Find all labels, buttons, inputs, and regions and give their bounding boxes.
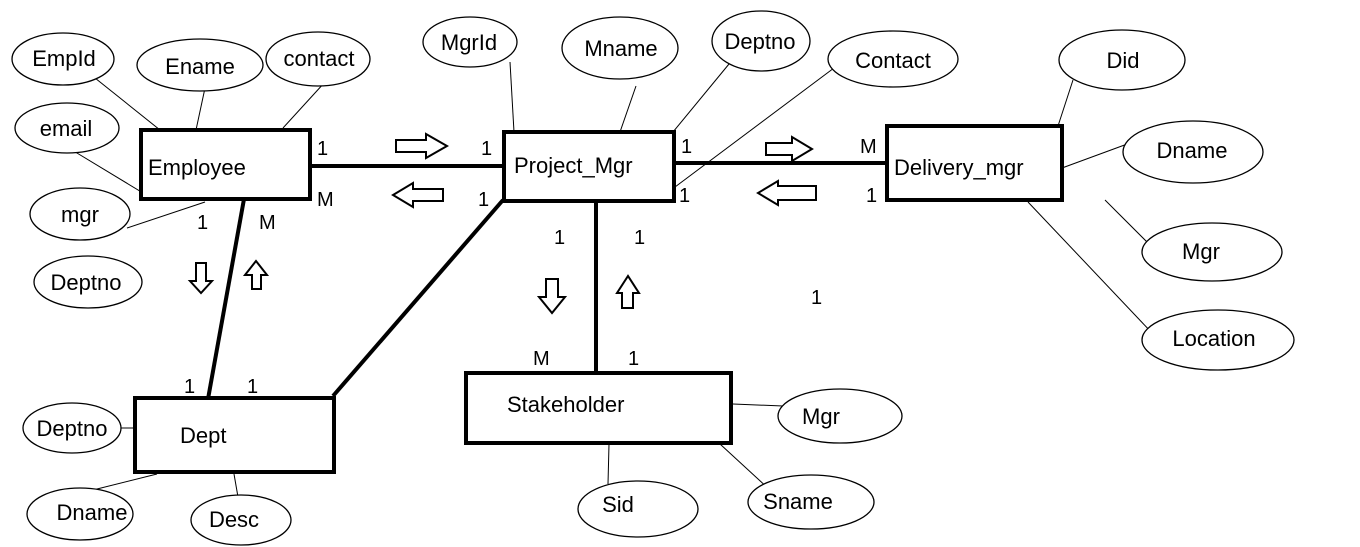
- attribute-did: Did: [1058, 29, 1186, 91]
- attribute-contact: Contact: [827, 30, 959, 88]
- cardinality-label: 1: [634, 227, 645, 249]
- attribute-label: Sname: [763, 489, 833, 514]
- entity-stakeholder: Stakeholder: [464, 371, 733, 445]
- cardinality-label: 1: [481, 138, 492, 160]
- cardinality-label: M: [259, 212, 276, 234]
- entity-delivery-mgr: Delivery_mgr: [885, 124, 1064, 202]
- attribute-deptno: Deptno: [33, 255, 143, 309]
- entity-label: Employee: [148, 155, 246, 180]
- arrow-up-icon: [615, 274, 641, 309]
- attribute-label: Did: [1106, 48, 1139, 73]
- stakeholder-attributes: Mgr Sid Sname: [577, 388, 903, 538]
- cardinality-label: M: [860, 136, 877, 158]
- attribute-mgr: mgr: [29, 187, 131, 241]
- entity-label: Delivery_mgr: [894, 155, 1024, 180]
- attribute-label: Dname: [1157, 138, 1228, 163]
- cardinality-label: M: [533, 348, 550, 370]
- cardinality-label: 1: [811, 287, 822, 309]
- cardinality-label: M: [317, 189, 334, 211]
- entity-employee: Employee: [139, 128, 312, 201]
- entity-dept: Dept: [133, 396, 336, 474]
- cardinality-labels: 1 1 M 1 1 M 1 1 1 M 1 1 1 1 M 1 1: [184, 136, 877, 398]
- attribute-label: Location: [1172, 326, 1255, 351]
- attribute-label: MgrId: [441, 30, 497, 55]
- attribute-mgrid: MgrId: [422, 16, 518, 68]
- arrow-down-icon: [187, 262, 215, 295]
- cardinality-label: 1: [679, 185, 690, 207]
- attribute-label: email: [40, 116, 93, 141]
- delivery-mgr-attributes: Did Dname Mgr Location: [1058, 29, 1295, 371]
- attribute-label: mgr: [61, 202, 99, 227]
- dept-attributes: Deptno Dname Desc: [22, 402, 292, 546]
- arrow-down-icon: [536, 278, 568, 315]
- arrow-right-icon: [395, 132, 450, 160]
- entity-label: Dept: [180, 423, 226, 448]
- attribute-sname: Sname: [747, 474, 875, 530]
- attribute-deptno: Deptno: [22, 402, 122, 454]
- entity-project-mgr: Project_Mgr: [502, 130, 676, 203]
- attribute-label: Mgr: [1182, 239, 1220, 264]
- attribute-label: Sid: [602, 492, 634, 517]
- cardinality-label: 1: [628, 348, 639, 370]
- arrow-right-icon: [765, 135, 814, 163]
- attribute-label: Deptno: [51, 270, 122, 295]
- cardinality-label: 1: [317, 138, 328, 160]
- cardinality-label: 1: [197, 212, 208, 234]
- cardinality-label: 1: [554, 227, 565, 249]
- attribute-label: Dname: [57, 500, 128, 525]
- attribute-desc: Desc: [190, 494, 292, 546]
- cardinality-label: 1: [247, 376, 258, 398]
- direction-arrows: [187, 132, 817, 315]
- attribute-dname: Dname: [1122, 120, 1264, 184]
- attribute-mgr: Mgr: [1141, 222, 1283, 282]
- attribute-ename: Ename: [136, 38, 264, 92]
- attribute-label: Desc: [209, 507, 259, 532]
- attribute-mgr: Mgr: [777, 388, 903, 444]
- attribute-label: Contact: [855, 48, 931, 73]
- attribute-label: Deptno: [725, 29, 796, 54]
- attribute-location: Location: [1141, 309, 1295, 371]
- attribute-mname: Mname: [561, 16, 679, 80]
- cardinality-label: 1: [184, 376, 195, 398]
- project-mgr-attributes: MgrId Mname Deptno Contact: [422, 10, 959, 88]
- attribute-label: Mname: [584, 36, 657, 61]
- attribute-contact: contact: [265, 31, 371, 87]
- cardinality-label: 1: [681, 136, 692, 158]
- attribute-deptno: Deptno: [711, 10, 811, 72]
- relationship-links: [206, 161, 887, 400]
- entity-label: Project_Mgr: [514, 153, 633, 178]
- attribute-email: email: [14, 102, 120, 154]
- entity-label: Stakeholder: [507, 392, 624, 417]
- employee-attributes: EmpId Ename contact email mgr Deptno: [11, 31, 371, 309]
- cardinality-label: 1: [478, 189, 489, 211]
- arrow-left-icon: [756, 179, 817, 207]
- attribute-label: Deptno: [37, 416, 108, 441]
- attribute-links: [71, 61, 1159, 498]
- attribute-sid: Sid: [577, 480, 699, 538]
- attribute-empid: EmpId: [11, 32, 115, 86]
- attribute-dname: Dname: [26, 487, 134, 541]
- arrow-up-icon: [242, 259, 270, 290]
- arrow-left-icon: [391, 181, 444, 209]
- attribute-label: Ename: [165, 54, 235, 79]
- attribute-label: EmpId: [32, 46, 96, 71]
- attribute-label: Mgr: [802, 404, 840, 429]
- cardinality-label: 1: [866, 185, 877, 207]
- attribute-label: contact: [284, 46, 355, 71]
